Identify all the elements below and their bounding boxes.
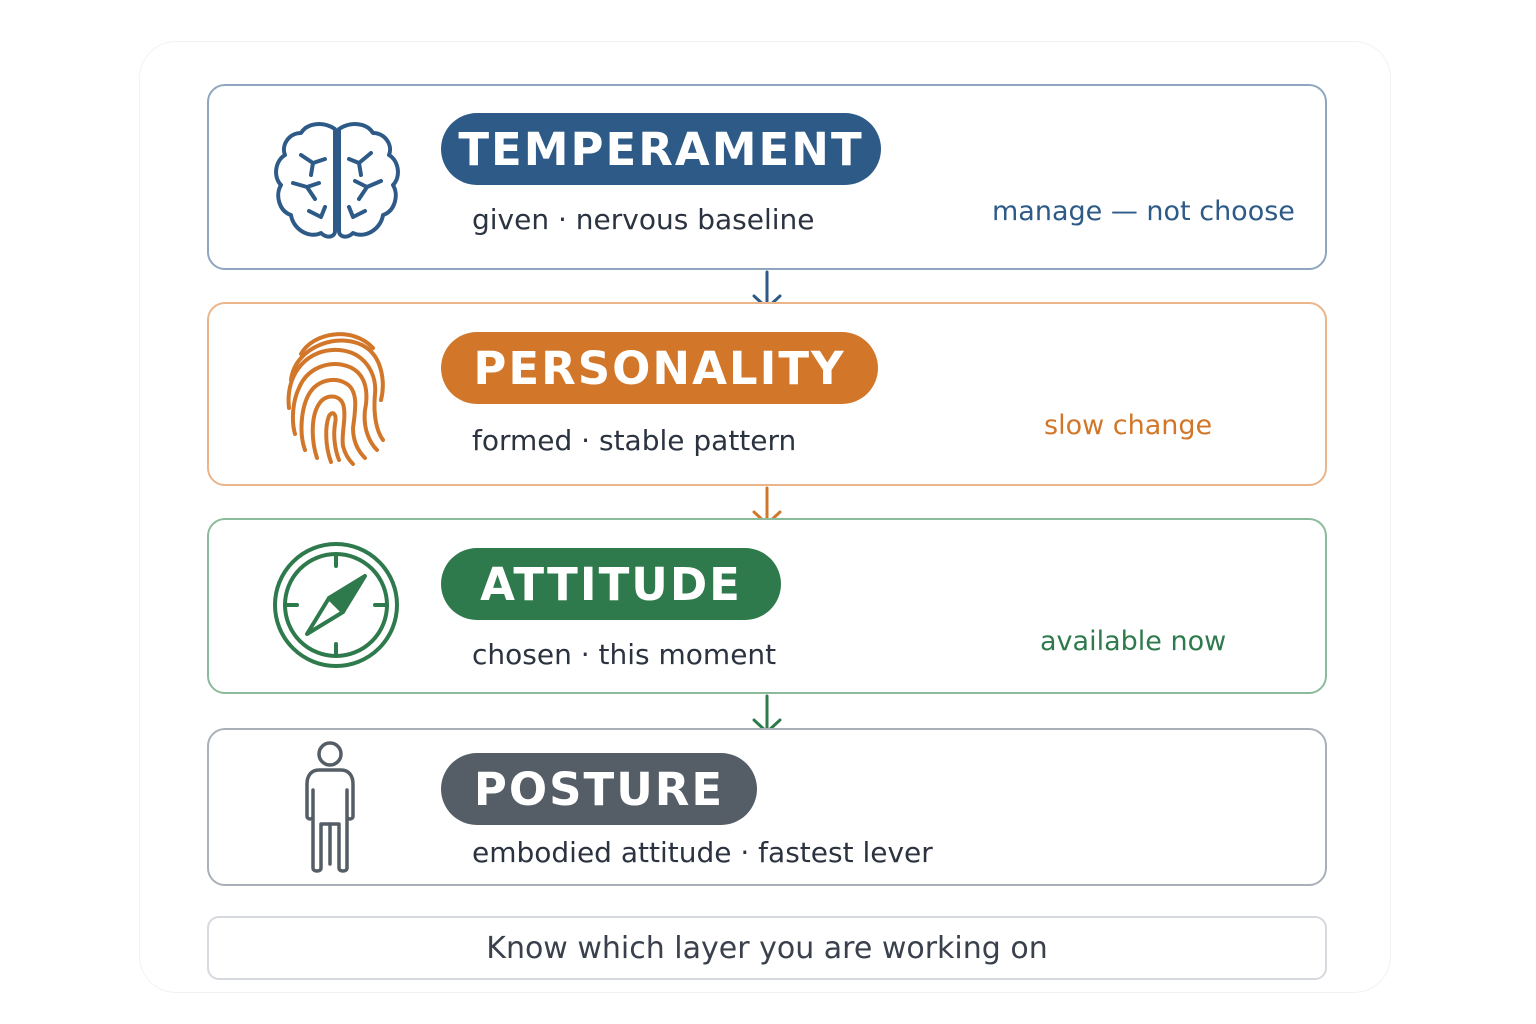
note-personality: slow change — [1044, 410, 1213, 441]
person-icon — [305, 741, 355, 873]
subtitle-personality: formed · stable pattern — [472, 424, 797, 457]
note-temperament: manage — not choose — [992, 196, 1295, 227]
compass-icon — [273, 542, 399, 668]
pill-personality: PERSONALITY — [441, 332, 878, 404]
footer-caption: Know which layer you are working on — [207, 916, 1327, 980]
note-attitude: available now — [1040, 626, 1227, 657]
pill-temperament: TEMPERAMENT — [441, 113, 881, 185]
subtitle-posture: embodied attitude · fastest lever — [472, 836, 933, 869]
subtitle-temperament: given · nervous baseline — [472, 203, 815, 236]
layer-posture — [207, 728, 1327, 886]
fingerprint-icon — [286, 332, 385, 466]
brain-icon — [274, 122, 400, 239]
pill-attitude: ATTITUDE — [441, 548, 781, 620]
subtitle-attitude: chosen · this moment — [472, 638, 777, 671]
pill-posture: POSTURE — [441, 753, 757, 825]
